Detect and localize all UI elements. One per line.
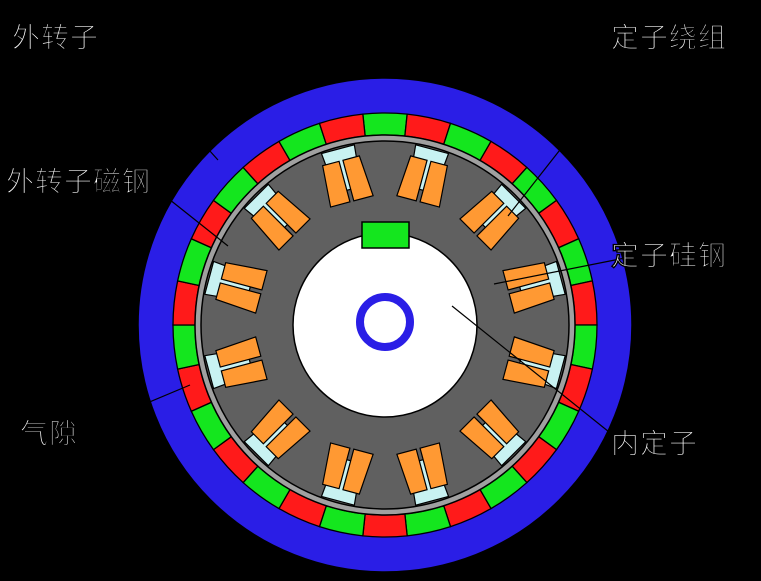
stator-slot <box>502 336 566 390</box>
leader-air-gap <box>77 384 191 433</box>
winding-coil <box>476 399 520 445</box>
outer-rotor-magnets <box>172 112 598 538</box>
stator-slot <box>396 442 450 506</box>
winding-coil <box>508 282 555 314</box>
label-outer-rotor-magnet: 外转子磁钢 <box>5 165 152 198</box>
stator-slot <box>204 260 268 314</box>
stator-slot <box>204 336 268 390</box>
shaft-ring <box>356 293 414 351</box>
label-stator-steel: 定子硅钢 <box>610 239 728 272</box>
magnet-segment <box>362 513 408 538</box>
winding-coil <box>321 442 351 490</box>
stator-slot <box>320 442 374 506</box>
stator-slot <box>243 399 311 467</box>
winding-coil <box>502 359 550 389</box>
winding-coil <box>396 448 428 495</box>
winding-coil <box>265 190 311 234</box>
magnet-segment <box>362 112 408 137</box>
label-stator-winding: 定子绕组 <box>610 21 728 54</box>
winding-coil <box>502 261 550 291</box>
winding-coil <box>342 155 374 202</box>
winding-coil <box>396 155 428 202</box>
winding-coil <box>215 282 262 314</box>
keyway-block <box>361 221 410 249</box>
winding-coil <box>250 399 294 445</box>
label-outer-rotor: 外转子 <box>11 21 100 54</box>
winding-coil <box>419 160 449 208</box>
winding-coil <box>508 336 555 368</box>
label-inner-stator: 内定子 <box>610 427 699 460</box>
stator-slot <box>459 183 527 251</box>
stator-slot <box>320 144 374 208</box>
winding-coil <box>321 160 351 208</box>
stator-slot <box>502 260 566 314</box>
leader-outer-rotor-magnet <box>149 183 229 247</box>
leader-stator-winding <box>507 47 641 217</box>
stator-slot <box>396 144 450 208</box>
winding-coil <box>459 190 505 234</box>
winding-coil <box>342 448 374 495</box>
leader-lines <box>77 39 641 445</box>
winding-coil <box>419 442 449 490</box>
label-air-gap: 气隙 <box>19 417 79 450</box>
leader-outer-rotor <box>109 39 219 161</box>
leader-stator-steel <box>493 255 636 285</box>
winding-coil <box>220 261 268 291</box>
winding-coil <box>220 359 268 389</box>
stator-slots <box>204 144 566 506</box>
stator-slot <box>243 183 311 251</box>
winding-coil <box>459 416 505 460</box>
winding-coil <box>265 416 311 460</box>
leader-inner-stator <box>451 305 625 445</box>
winding-coil <box>476 205 520 251</box>
stator-slot <box>459 399 527 467</box>
winding-coil <box>250 205 294 251</box>
winding-coil <box>215 336 262 368</box>
